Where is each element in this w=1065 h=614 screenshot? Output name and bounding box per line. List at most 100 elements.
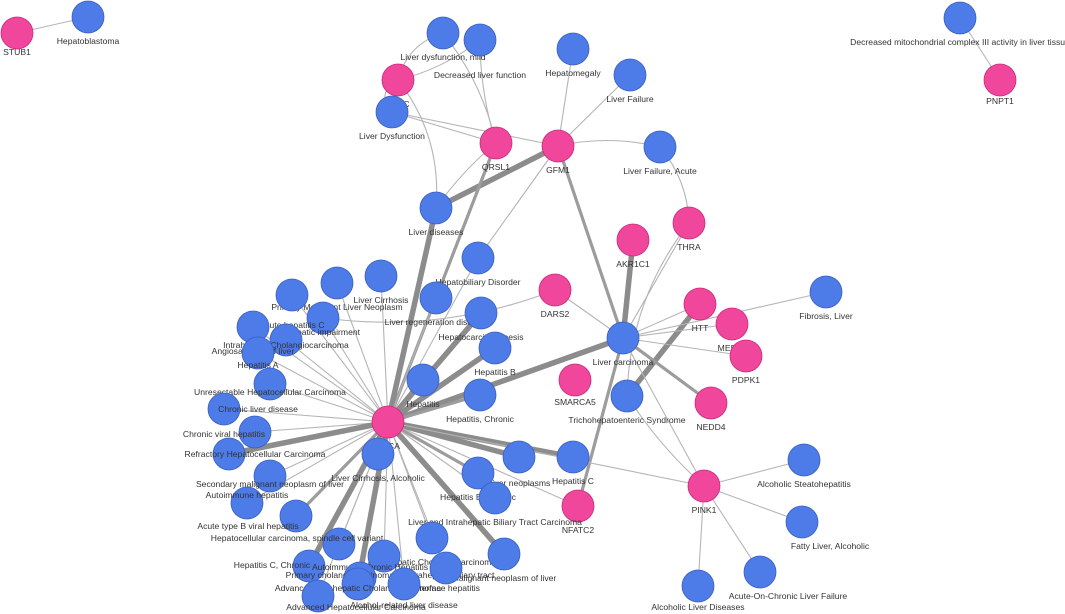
gene-node-circle[interactable] <box>694 386 728 420</box>
node-QRSL1[interactable]: QRSL1 <box>479 126 513 172</box>
disease-node-circle[interactable] <box>230 486 264 520</box>
disease-node-circle[interactable] <box>253 459 287 493</box>
node-Hepatitis[interactable]: Hepatitis <box>406 363 440 409</box>
node-LiverDysMild[interactable]: Liver dysfunction, mild <box>400 16 486 62</box>
node-LiverRegen[interactable]: Liver regeneration disorder <box>385 281 488 327</box>
node-HepatitisB[interactable]: Hepatitis B <box>474 331 516 377</box>
node-Hepatomegaly[interactable]: Hepatomegaly <box>545 32 601 78</box>
disease-node-circle[interactable] <box>464 296 498 330</box>
gene-node-circle[interactable] <box>672 206 706 240</box>
gene-node-circle[interactable] <box>0 16 34 50</box>
node-HepatitisChronic[interactable]: Hepatitis, Chronic <box>446 378 515 424</box>
disease-node-circle[interactable] <box>478 331 512 365</box>
disease-node-circle[interactable] <box>487 537 521 571</box>
node-SMARCA5[interactable]: SMARCA5 <box>554 363 596 407</box>
node-UnresectableHCC[interactable]: Unresectable Hepatocellular Carcinoma <box>194 367 346 401</box>
gene-node-circle[interactable] <box>687 469 721 503</box>
disease-node-circle[interactable] <box>419 191 453 225</box>
node-LiverCirrhosisAlc[interactable]: Liver Cirrhosis, Alcoholic <box>331 437 426 483</box>
disease-node-circle[interactable] <box>613 58 647 92</box>
disease-node-circle[interactable] <box>212 437 246 471</box>
node-PINK1[interactable]: PINK1 <box>687 469 721 515</box>
node-PNPT1[interactable]: PNPT1 <box>983 63 1017 106</box>
disease-node-circle[interactable] <box>643 130 677 164</box>
gene-node-circle[interactable] <box>616 223 650 257</box>
node-AlcLiverDiseases[interactable]: Alcoholic Liver Diseases <box>651 569 745 612</box>
disease-node-circle[interactable] <box>809 275 843 309</box>
disease-node-circle[interactable] <box>610 379 644 413</box>
disease-node-circle[interactable] <box>415 521 449 555</box>
node-NFATC2[interactable]: NFATC2 <box>561 489 595 535</box>
gene-node-circle[interactable] <box>541 129 575 163</box>
node-LiverFailure[interactable]: Liver Failure <box>606 58 654 104</box>
disease-node-circle[interactable] <box>301 579 335 613</box>
disease-node-circle[interactable] <box>502 440 536 474</box>
gene-node-circle[interactable] <box>371 405 405 439</box>
disease-node-circle[interactable] <box>429 551 463 585</box>
disease-node-circle[interactable] <box>463 378 497 412</box>
node-LiverCirrhosis[interactable]: Liver Cirrhosis <box>354 259 409 305</box>
disease-node-circle[interactable] <box>253 367 287 401</box>
node-HepatitisC[interactable]: Hepatitis C <box>552 440 594 486</box>
gene-node-circle[interactable] <box>715 307 749 341</box>
disease-node-circle[interactable] <box>461 456 495 490</box>
node-STUB1[interactable]: STUB1 <box>0 16 34 57</box>
disease-node-circle[interactable] <box>241 336 275 370</box>
node-DARS2[interactable]: DARS2 <box>538 273 572 319</box>
node-HepatitisCChronic[interactable]: Hepatitis C, Chronic <box>234 549 326 583</box>
node-AlcoholRelatedLiver[interactable]: Alcohol-related liver disease <box>350 567 458 610</box>
disease-node-circle[interactable] <box>306 301 340 335</box>
node-PDPK1[interactable]: PDPK1 <box>729 339 763 385</box>
gene-node-circle[interactable] <box>729 339 763 373</box>
disease-node-circle[interactable] <box>556 440 590 474</box>
disease-node-circle[interactable] <box>279 499 313 533</box>
disease-node-circle[interactable] <box>367 539 401 573</box>
node-LiverFailureAcute[interactable]: Liver Failure, Acute <box>623 130 697 176</box>
node-GFM1[interactable]: GFM1 <box>541 129 575 175</box>
disease-node-circle[interactable] <box>269 323 303 357</box>
gene-node-circle[interactable] <box>561 489 595 523</box>
node-DecMito[interactable]: Decreased mitochondrial complex III acti… <box>850 1 1065 47</box>
node-Hepatoblastoma[interactable]: Hepatoblastoma <box>57 0 120 46</box>
disease-node-circle[interactable] <box>320 266 354 300</box>
node-HepatitisA[interactable]: Hepatitis A <box>237 336 279 370</box>
disease-node-circle[interactable] <box>785 505 819 539</box>
node-LiverCarcinoma[interactable]: Liver carcinoma <box>593 321 654 367</box>
gene-node-circle[interactable] <box>983 63 1017 97</box>
node-HCCSpindle[interactable]: Hepatocellular carcinoma, spindle cell v… <box>211 527 384 561</box>
disease-node-circle[interactable] <box>426 16 460 50</box>
disease-node-circle[interactable] <box>275 278 309 312</box>
gene-node-circle[interactable] <box>558 363 592 397</box>
node-AlcSteato[interactable]: Alcoholic Steatohepatitis <box>757 443 851 489</box>
node-FattyLiverAlc[interactable]: Fatty Liver, Alcoholic <box>785 505 870 551</box>
disease-node-circle[interactable] <box>292 549 326 583</box>
node-MalignantNeoplasmLiver[interactable]: Malignant neoplasm of liver <box>452 537 557 583</box>
disease-node-circle[interactable] <box>681 569 715 603</box>
node-NEDD4[interactable]: NEDD4 <box>694 386 728 432</box>
node-FibrosisLiver[interactable]: Fibrosis, Liver <box>799 275 853 321</box>
node-PrimaryMalignant[interactable]: Primary Malignant Liver Neoplasm <box>271 266 403 312</box>
disease-node-circle[interactable] <box>463 23 497 57</box>
gene-node-circle[interactable] <box>381 63 415 97</box>
node-THRA[interactable]: THRA <box>672 206 706 252</box>
node-AdvIntraCholangio[interactable]: Advanced Intrahepatic Cholangiocarcinoma <box>275 567 441 601</box>
node-DecLiverFunc[interactable]: Decreased liver function <box>434 23 526 80</box>
disease-node-circle[interactable] <box>406 363 440 397</box>
gene-node-circle[interactable] <box>479 126 513 160</box>
disease-node-circle[interactable] <box>238 415 272 449</box>
disease-node-circle[interactable] <box>341 567 375 601</box>
node-ChronicLiverDisease[interactable]: Chronic liver disease <box>207 392 298 426</box>
node-AcuteTypeB[interactable]: Acute type B viral hepatitis <box>197 499 313 533</box>
disease-node-circle[interactable] <box>71 0 105 34</box>
disease-node-circle[interactable] <box>375 95 409 129</box>
disease-node-circle[interactable] <box>361 437 395 471</box>
node-LiverDiseases[interactable]: Liver diseases <box>409 191 464 237</box>
node-TrichoSyndrome[interactable]: Trichohepatoenteric Syndrome <box>568 379 686 425</box>
disease-node-circle[interactable] <box>556 32 590 66</box>
disease-node-circle[interactable] <box>787 443 821 477</box>
node-LiverDys[interactable]: Liver Dysfunction <box>359 95 425 141</box>
node-Hepatocarcinogenesis[interactable]: Hepatocarcinogenesis <box>438 296 524 342</box>
disease-node-circle[interactable] <box>387 567 421 601</box>
disease-node-circle[interactable] <box>943 1 977 35</box>
disease-node-circle[interactable] <box>743 555 777 589</box>
